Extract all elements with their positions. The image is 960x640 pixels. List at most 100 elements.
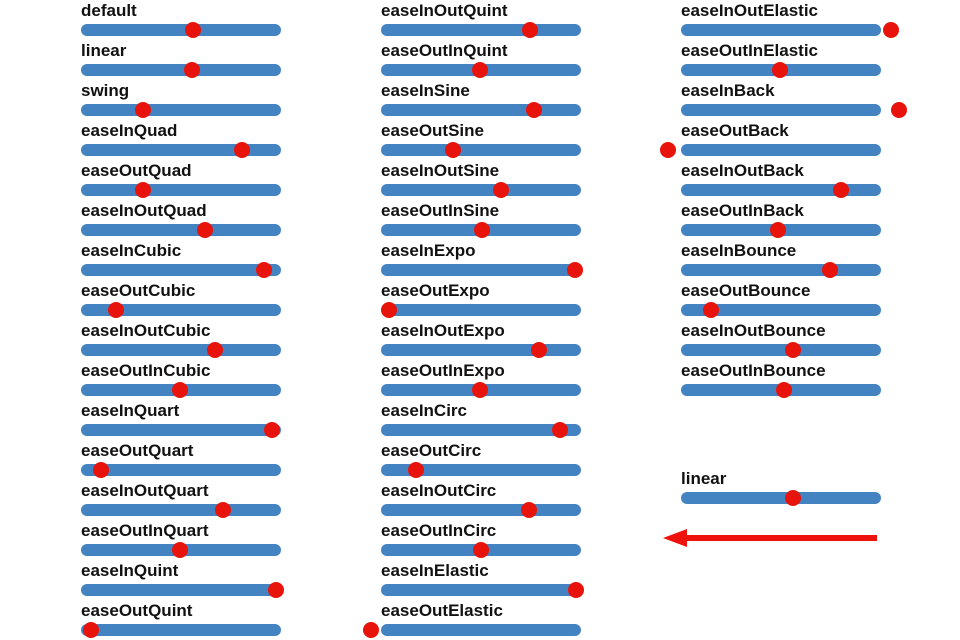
easing-label: easeInElastic [381,561,489,580]
progress-bar[interactable] [81,462,281,478]
progress-ball [172,542,188,558]
easing-row: easeInOutSine [381,160,601,200]
progress-bar[interactable] [381,542,581,558]
progress-ball [172,382,188,398]
progress-bar[interactable] [381,422,581,438]
easing-row: easeInQuint [81,560,301,600]
progress-bar[interactable] [681,302,881,318]
progress-bar[interactable] [81,182,281,198]
progress-bar[interactable] [81,222,281,238]
easing-label: easeInSine [381,81,470,100]
progress-bar[interactable] [363,622,581,638]
progress-bar[interactable] [81,102,281,118]
progress-bar[interactable] [681,182,881,198]
easing-row: easeOutElastic [363,600,601,640]
easing-row: easeInOutBack [681,160,901,200]
progress-bar[interactable] [681,490,881,506]
footer-row-slot: linear [681,468,901,508]
progress-bar[interactable] [381,502,581,518]
progress-bar[interactable] [81,622,281,638]
easing-row: easeInOutExpo [381,320,601,360]
easing-column-1: default linear swing easeInQuad easeOutQ… [81,0,301,640]
easing-label: easeOutBounce [681,281,811,300]
progress-bar[interactable] [681,22,899,38]
easing-row: easeOutInCirc [381,520,601,560]
progress-bar[interactable] [381,22,581,38]
progress-bar[interactable] [681,102,907,118]
easing-row: easeOutCubic [81,280,301,320]
easing-row: easeOutCirc [381,440,601,480]
progress-bar[interactable] [81,142,281,158]
easing-label: easeInQuart [81,401,180,420]
progress-bar[interactable] [660,142,881,158]
easing-label: easeOutInQuint [381,41,508,60]
easing-label: easeOutInBack [681,201,804,220]
progress-bar[interactable] [381,142,581,158]
progress-bar[interactable] [681,62,881,78]
progress-ball [531,342,547,358]
progress-bar[interactable] [681,342,881,358]
progress-ball [268,582,284,598]
progress-ball [197,222,213,238]
progress-ball [785,490,801,506]
progress-bar[interactable] [81,582,284,598]
easing-row: easeOutInElastic [681,40,901,80]
progress-bar[interactable] [681,222,881,238]
progress-bar[interactable] [81,62,281,78]
easing-label: easeOutElastic [381,601,503,620]
easing-label: easeOutQuad [81,161,192,180]
easing-row: easeOutInBack [681,200,901,240]
easing-row: easeInOutQuad [81,200,301,240]
progress-bar[interactable] [681,262,881,278]
progress-bar[interactable] [381,382,581,398]
easing-row: easeInBack [681,80,907,120]
progress-ball [207,342,223,358]
progress-bar[interactable] [81,502,281,518]
progress-ball [135,102,151,118]
progress-bar[interactable] [81,382,281,398]
progress-ball [883,22,899,38]
easing-label: easeOutInSine [381,201,500,220]
easing-row: easeInOutBounce [681,320,901,360]
easing-row: easeInQuad [81,120,301,160]
easing-label: easeOutQuint [81,601,193,620]
progress-bar[interactable] [81,542,281,558]
progress-bar[interactable] [681,382,881,398]
progress-ball [785,342,801,358]
arrow-head [663,529,687,547]
easing-label: easeInOutCubic [81,321,211,340]
easing-label: easeInOutQuint [381,1,508,20]
easing-row: easeOutInExpo [381,360,601,400]
easing-row: easeInElastic [381,560,601,600]
progress-bar[interactable] [381,462,581,478]
progress-bar[interactable] [381,62,581,78]
easing-label: easeInQuint [81,561,179,580]
progress-bar[interactable] [381,262,583,278]
easing-row: easeInOutQuart [81,480,301,520]
progress-ball [526,102,542,118]
progress-bar[interactable] [81,302,281,318]
easing-row: easeInQuart [81,400,301,440]
easing-row: easeInOutElastic [681,0,901,40]
progress-bar[interactable] [381,342,581,358]
easing-row: linear [81,40,301,80]
easing-label: easeInOutCirc [381,481,497,500]
progress-bar[interactable] [81,342,281,358]
easing-label: easeInOutBounce [681,321,826,340]
easing-row: easeOutInCubic [81,360,301,400]
progress-bar[interactable] [81,422,281,438]
easing-label: easeOutInElastic [681,41,819,60]
easing-label: easeInBounce [681,241,797,260]
progress-bar[interactable] [381,302,581,318]
progress-ball [567,262,583,278]
progress-bar[interactable] [381,182,581,198]
easing-column-3: easeInOutElastic easeOutInElastic easeIn… [660,0,907,400]
easing-row: swing [81,80,301,120]
progress-bar[interactable] [81,262,281,278]
progress-bar[interactable] [381,222,581,238]
easing-label: easeOutInCirc [381,521,497,540]
progress-bar[interactable] [81,22,281,38]
progress-bar[interactable] [381,582,584,598]
progress-bar[interactable] [381,102,581,118]
easing-row: easeOutSine [381,120,601,160]
